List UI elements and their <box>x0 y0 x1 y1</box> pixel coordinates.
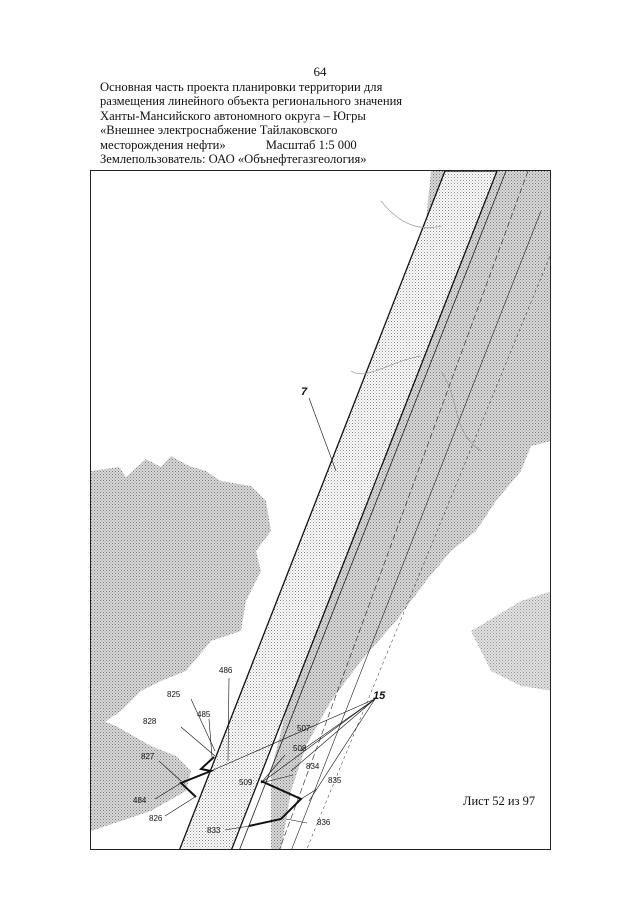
header-line-4: «Внешнее электроснабжение Тайлаковского <box>100 123 338 138</box>
point-label-484: 484 <box>133 796 147 805</box>
header-line-3: Ханты-Мансийского автономного округа – Ю… <box>100 108 366 123</box>
map-scale: Масштаб 1:5 000 <box>265 137 357 152</box>
land-user: Землепользователь: ОАО «Обънефтегазгеоло… <box>100 152 367 167</box>
zone-label-15: 15 <box>373 690 386 702</box>
header-line-1: Основная часть проекта планировки террит… <box>100 80 383 94</box>
point-label-833: 833 <box>207 826 221 835</box>
zone-15-lines <box>239 171 550 849</box>
header-line-2: размещения линейного объекта регионально… <box>100 94 403 109</box>
forest-area-left <box>91 456 271 831</box>
page-number: 64 <box>313 64 327 79</box>
point-label-825: 825 <box>167 690 181 699</box>
point-label-507: 507 <box>297 724 311 733</box>
header-line-5: месторождения нефти» Масштаб 1:5 000 <box>100 138 410 152</box>
point-label-835: 835 <box>328 776 342 785</box>
map-canvas: 7 15 486 825 485 828 827 484 826 509 507… <box>91 171 550 849</box>
point-label-509: 509 <box>239 778 253 787</box>
point-label-836: 836 <box>317 818 331 827</box>
point-label-508: 508 <box>293 744 307 753</box>
point-label-834: 834 <box>306 762 320 771</box>
track-lines <box>350 200 482 452</box>
forest-area-right <box>271 171 550 849</box>
sheet-number: Лист 52 из 97 <box>463 794 536 808</box>
point-label-828: 828 <box>143 717 157 726</box>
point-label-486: 486 <box>219 666 233 675</box>
leader-lines <box>154 397 376 831</box>
zone-7-strip <box>179 171 498 849</box>
point-label-826: 826 <box>149 814 163 823</box>
object-name: месторождения нефти» <box>100 137 226 152</box>
point-label-485: 485 <box>197 710 211 719</box>
zone-label-7: 7 <box>301 386 308 398</box>
point-label-827: 827 <box>141 752 155 761</box>
document-header: Основная часть проекта планировки террит… <box>100 80 410 166</box>
planning-map[interactable]: 7 15 486 825 485 828 827 484 826 509 507… <box>90 170 551 850</box>
